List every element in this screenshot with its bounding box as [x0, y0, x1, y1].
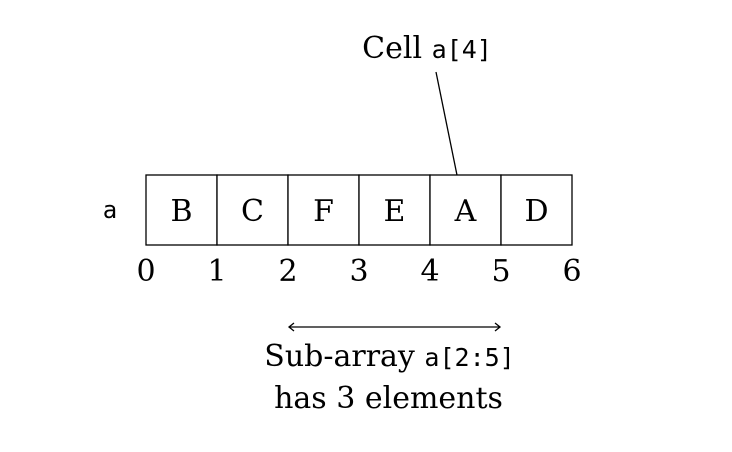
- array-cell: C: [216, 174, 289, 246]
- array-index-labels: 0 1 2 3 4 5 6: [136, 254, 581, 289]
- array-cell-value: F: [313, 194, 334, 229]
- array-index-label: 3: [349, 254, 368, 289]
- array-index-label: 0: [136, 254, 155, 289]
- array-cell: B: [145, 174, 218, 246]
- array-cell-value: C: [241, 194, 264, 229]
- array-index-label: 1: [207, 254, 226, 289]
- array-cell: F: [287, 174, 360, 246]
- subarray-caption-line-2: has 3 elements: [274, 381, 503, 416]
- array-index-label: 5: [491, 254, 510, 289]
- array-index-label: 2: [278, 254, 297, 289]
- subarray-caption-line-1: Sub-array a[2:5]: [264, 339, 514, 374]
- array-cell-box: [500, 174, 573, 246]
- array-cell-box: [287, 174, 360, 246]
- array-cell: A: [429, 174, 502, 246]
- subarray-caption-text: Sub-array: [264, 339, 424, 374]
- array-index-label: 4: [420, 254, 439, 289]
- array-cell-value: D: [524, 194, 548, 229]
- subarray-arrowhead-left: [287, 322, 295, 332]
- array-cell-value: E: [384, 194, 406, 229]
- array-index-label: 6: [562, 254, 581, 289]
- array-cell-box: [429, 174, 502, 246]
- cell-callout-leader-line: [435, 71, 458, 176]
- array-name-label: a: [103, 196, 117, 224]
- array-cell-value: B: [170, 194, 192, 229]
- cell-callout-text: Cell: [362, 31, 431, 66]
- cell-callout-label: Cell a[4]: [362, 31, 492, 66]
- array-cell: D: [500, 174, 573, 246]
- subarray-span-arrow: [287, 322, 502, 332]
- array-cell-value: A: [454, 194, 477, 229]
- cell-callout-code: a[4]: [432, 35, 492, 64]
- array-cell-box: [216, 174, 289, 246]
- subarray-caption-code: a[2:5]: [424, 343, 514, 372]
- array-cell: E: [358, 174, 431, 246]
- array-cell-box: [145, 174, 218, 246]
- subarray-arrowhead-right: [494, 322, 502, 332]
